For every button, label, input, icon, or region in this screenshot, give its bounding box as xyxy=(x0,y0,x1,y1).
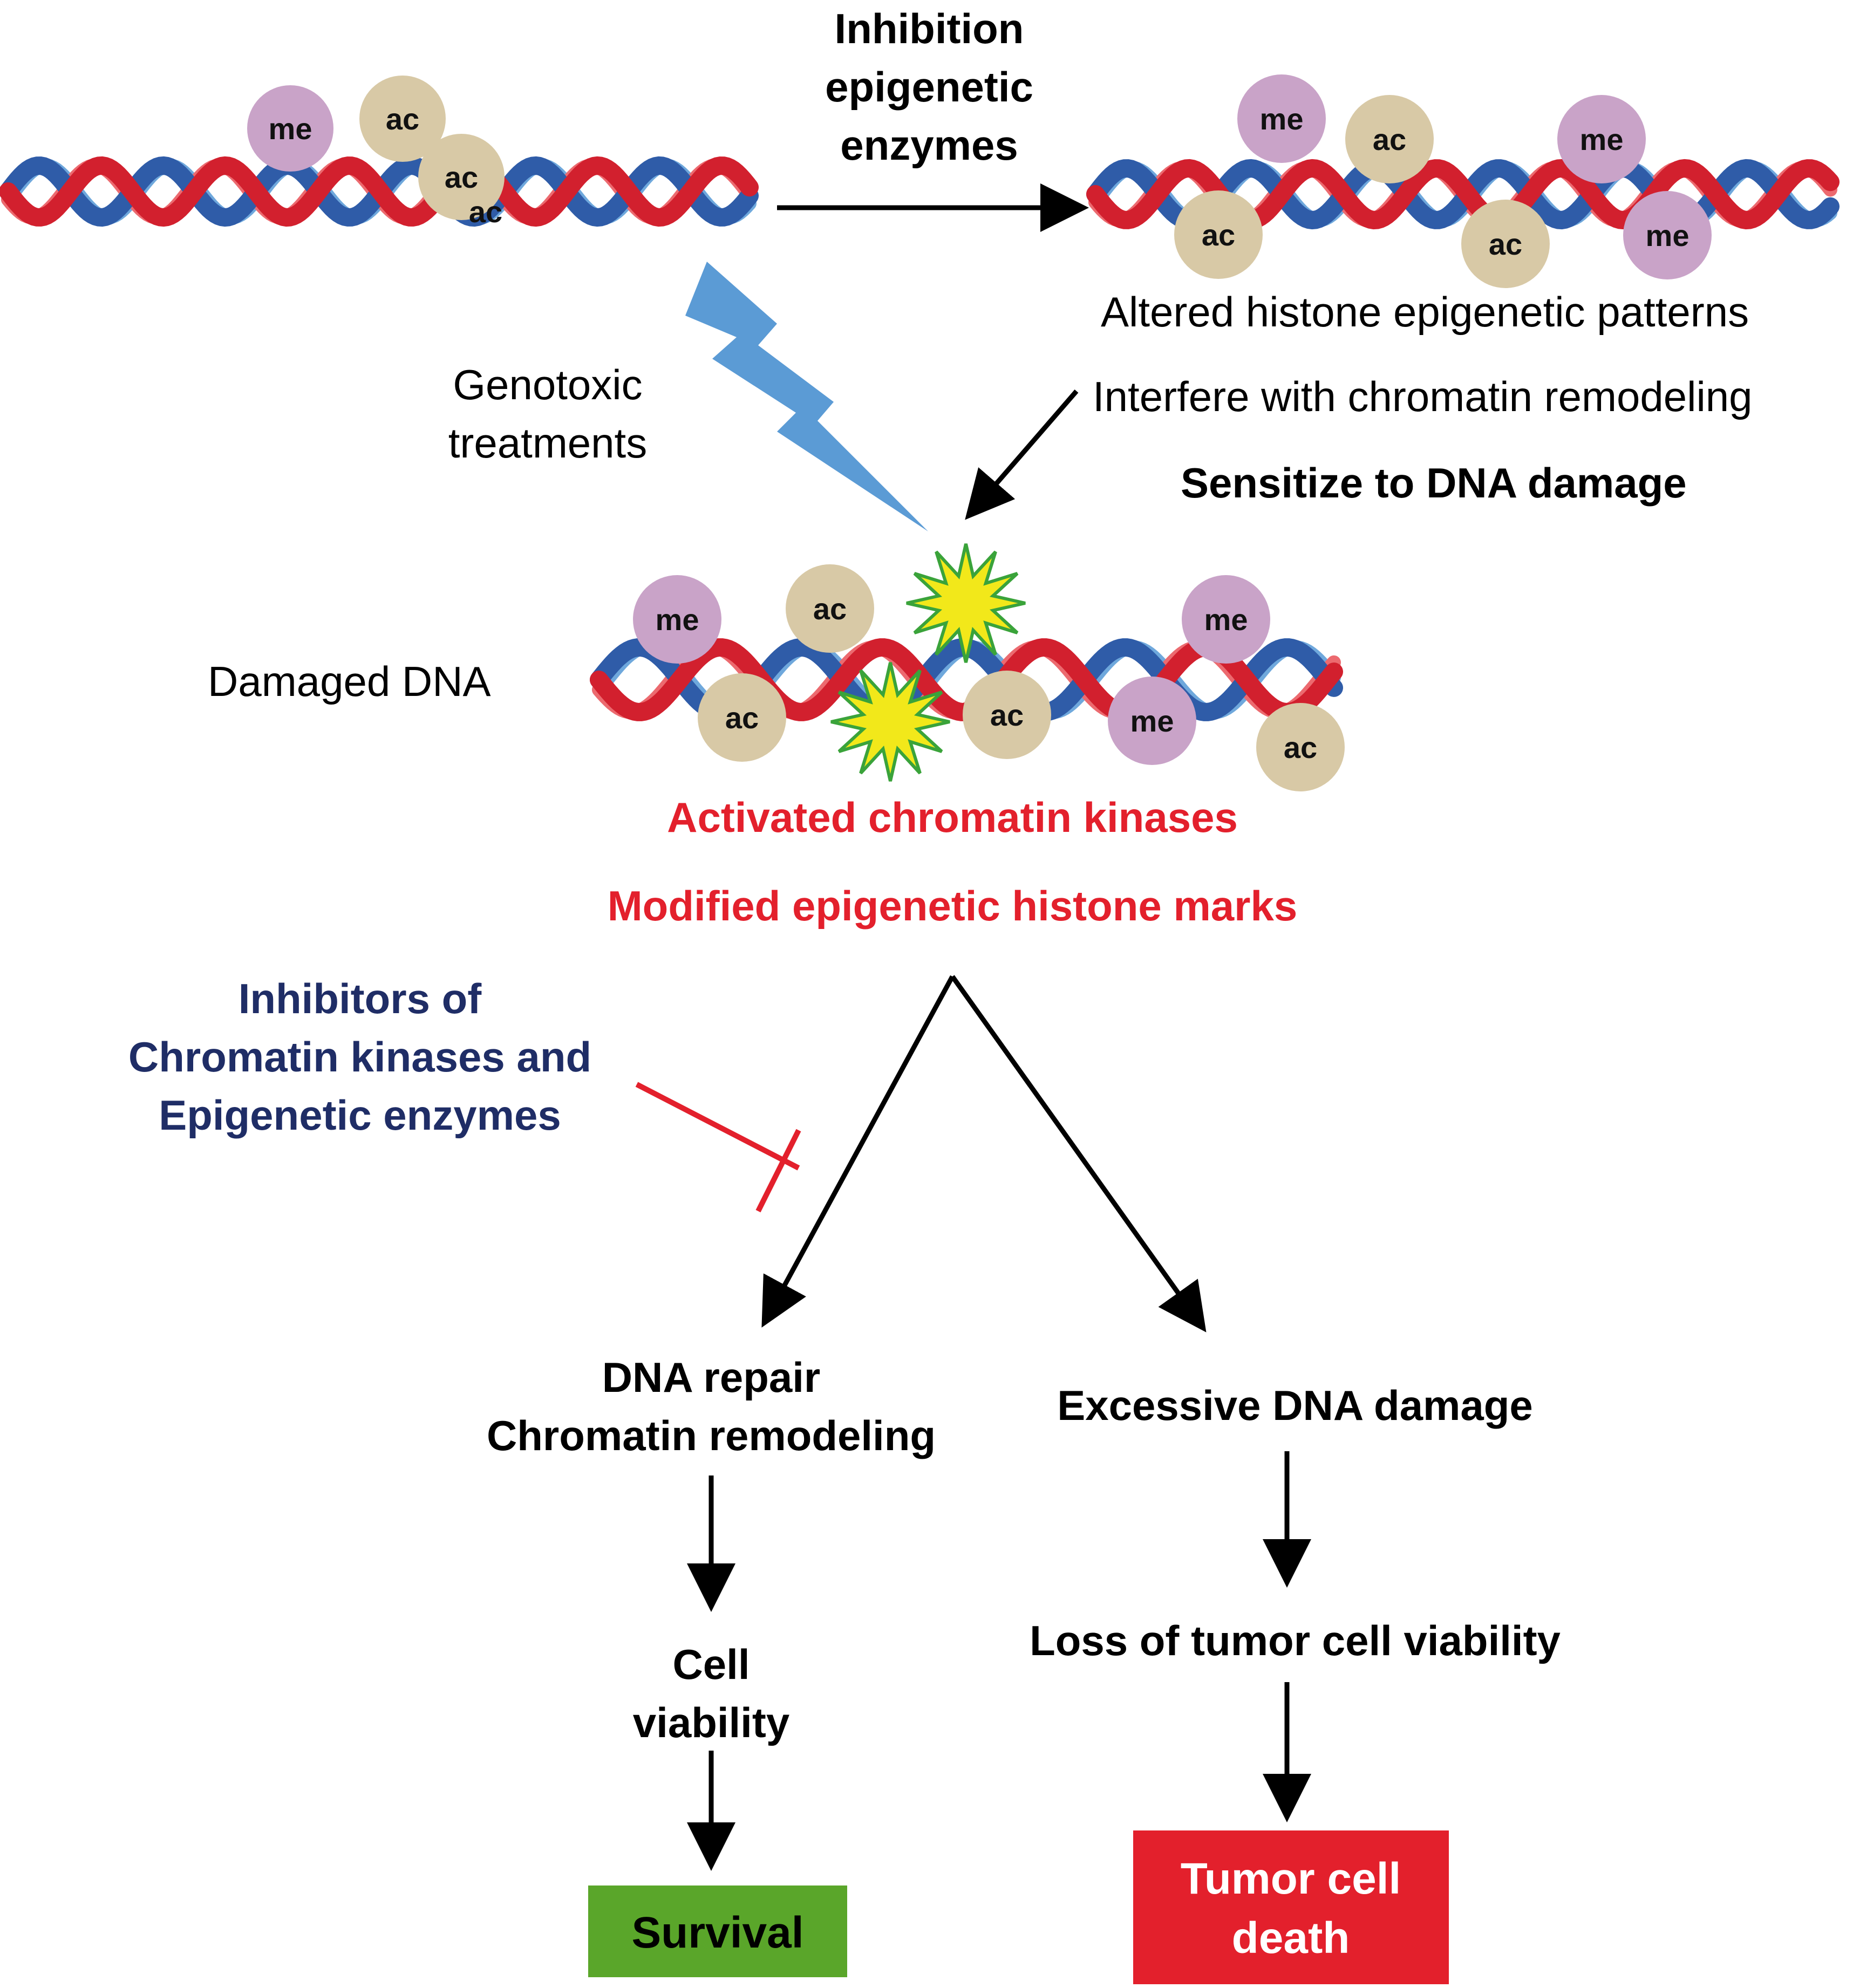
methyl-mark xyxy=(1237,74,1326,163)
methyl-mark-label: me xyxy=(1130,704,1174,738)
damaged-dna-label: Damaged DNA xyxy=(208,658,491,705)
inhibition-label-line1: Inhibition xyxy=(835,5,1024,52)
acetyl-mark-label: ac xyxy=(1489,227,1522,261)
methyl-mark xyxy=(1623,191,1712,279)
methyl-mark xyxy=(1182,575,1270,664)
dna-strand xyxy=(0,156,759,227)
tumor-death-label-line2: death xyxy=(1232,1914,1350,1963)
methyl-mark-label: me xyxy=(269,112,312,146)
acetyl-mark-label: ac xyxy=(725,701,759,735)
acetyl-mark xyxy=(786,564,874,653)
survival-label: Survival xyxy=(631,1908,803,1957)
acetyl-mark-label: ac xyxy=(445,160,478,194)
inhibitors-label-line1: Inhibitors of xyxy=(239,975,482,1022)
acetyl-mark xyxy=(1256,703,1345,791)
methyl-mark-label: me xyxy=(1260,102,1304,136)
methyl-mark-label: me xyxy=(1580,122,1624,156)
acetyl-mark xyxy=(1461,200,1550,288)
modified-marks-label: Modified epigenetic histone marks xyxy=(608,882,1298,930)
loss-viability-label: Loss of tumor cell viability xyxy=(1030,1617,1561,1664)
acetyl-mark xyxy=(418,134,505,220)
altered-patterns-label: Altered histone epigenetic patterns xyxy=(1101,288,1749,336)
inhibitors-label-line2: Chromatin kinases and xyxy=(128,1033,591,1081)
acetyl-mark-label: ac xyxy=(990,698,1024,732)
genotoxic-label-line1: Genotoxic xyxy=(453,361,642,408)
interfere-label: Interfere with chromatin remodeling xyxy=(1093,373,1753,420)
inhibitors-label-line3: Epigenetic enzymes xyxy=(159,1091,561,1139)
methyl-mark xyxy=(1557,95,1646,183)
acetyl-mark xyxy=(698,673,786,762)
methyl-mark xyxy=(633,575,721,664)
acetyl-mark-label: ac xyxy=(469,195,502,229)
arrow-branch-right xyxy=(950,975,1207,1333)
methyl-mark xyxy=(247,85,333,172)
acetyl-mark-label: ac xyxy=(386,102,419,136)
inhibition-label-line3: enzymes xyxy=(840,121,1018,169)
methyl-mark-label: me xyxy=(656,603,699,637)
inhibition-bar xyxy=(635,1082,801,1213)
cell-viability-label-line1: Cell xyxy=(672,1641,750,1688)
genotoxic-label-line2: treatments xyxy=(448,419,647,467)
methyl-mark-label: me xyxy=(1204,603,1248,637)
methyl-mark xyxy=(1108,677,1196,765)
tumor-death-box: Tumor cell death xyxy=(1133,1830,1449,1984)
chromatin-remodeling-label: Chromatin remodeling xyxy=(487,1412,936,1459)
inhibition-label-line2: epigenetic xyxy=(825,63,1033,111)
acetyl-mark xyxy=(963,671,1051,759)
dna-helix-icon xyxy=(0,156,759,227)
acetyl-mark-label: ac xyxy=(813,592,847,626)
acetyl-mark-label: ac xyxy=(1284,730,1317,764)
arrow-branch-left xyxy=(761,975,955,1328)
acetyl-mark xyxy=(1345,95,1434,183)
acetyl-mark-label: ac xyxy=(1202,218,1235,252)
acetyl-mark xyxy=(1174,190,1263,279)
lightning-bolt-icon xyxy=(685,262,928,531)
dna-damage-starburst-icon xyxy=(830,662,950,782)
acetyl-mark-label: ac xyxy=(1373,122,1406,156)
activated-kinases-label: Activated chromatin kinases xyxy=(667,794,1238,841)
excessive-damage-label: Excessive DNA damage xyxy=(1057,1382,1533,1429)
dna-damage-starburst-icon xyxy=(906,543,1026,663)
cell-viability-label-line2: viability xyxy=(633,1699,789,1746)
methyl-mark-label: me xyxy=(1646,218,1690,252)
sensitize-label: Sensitize to DNA damage xyxy=(1181,459,1687,507)
arrow-interfere xyxy=(965,390,1079,520)
dna-repair-label: DNA repair xyxy=(602,1354,821,1401)
tumor-death-label-line1: Tumor cell xyxy=(1181,1854,1401,1903)
survival-box: Survival xyxy=(588,1885,847,1977)
acetyl-mark xyxy=(359,76,446,162)
